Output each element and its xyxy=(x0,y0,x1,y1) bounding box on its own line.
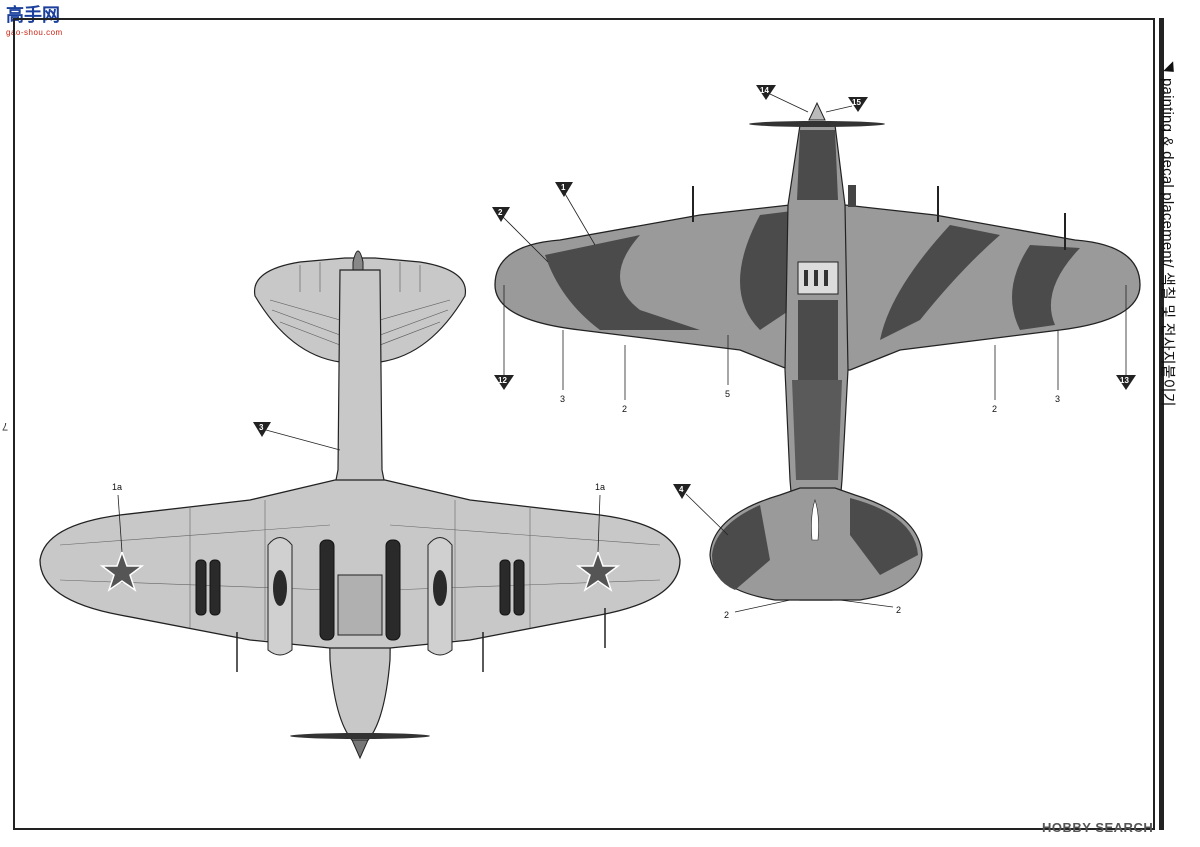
logo-url: gao-shou.com xyxy=(6,28,63,37)
camouflage-patches xyxy=(545,210,1080,340)
pointer-triangle-15 xyxy=(848,97,868,112)
antenna-mast xyxy=(848,185,856,207)
pointer-line-3 xyxy=(265,429,341,451)
bomb-group-right xyxy=(499,559,525,616)
decal-leader-left xyxy=(117,494,123,553)
nose-camouflage xyxy=(797,130,838,200)
label-3-left: 3 xyxy=(560,394,565,404)
rocket-rails xyxy=(319,539,401,641)
watermark: HOBBY SEARCH xyxy=(1042,820,1154,835)
top-view-aircraft: 1 2 4 12 13 14 15 3 2 5 2 3 2 2 xyxy=(492,85,1141,620)
label-3-right: 3 xyxy=(1055,394,1060,404)
decal-label-left: 1a xyxy=(112,482,122,492)
wing-cannons xyxy=(692,186,1066,250)
label-5: 5 xyxy=(725,389,730,399)
label-2-tail-left: 2 xyxy=(724,610,729,620)
pointer-triangle-4 xyxy=(673,484,691,499)
pointer-triangle-13 xyxy=(1116,375,1136,390)
tail-camouflage xyxy=(712,498,918,590)
decal-leader-right xyxy=(597,494,601,553)
label-2-left: 2 xyxy=(622,404,627,414)
pointer-number-4: 4 xyxy=(679,485,684,494)
pointer-number-12: 12 xyxy=(498,376,507,385)
pointer-triangle-3 xyxy=(253,422,271,437)
decal-label-right: 1a xyxy=(595,482,605,492)
tailplane-panel-lines xyxy=(269,262,451,346)
bottom-view-aircraft: 1a 1a 3 xyxy=(39,250,681,760)
canopy-frames xyxy=(804,270,828,286)
pointer-number-14: 14 xyxy=(760,86,769,95)
top-propeller xyxy=(749,101,885,127)
page-frame xyxy=(13,18,1155,830)
pointer-number-3: 3 xyxy=(259,423,264,432)
pointer-number-13: 13 xyxy=(1120,376,1129,385)
pointer-triangle-1 xyxy=(555,182,573,197)
bottom-propeller xyxy=(290,733,430,760)
label-2-tail-right: 2 xyxy=(896,605,901,615)
wheel-wells xyxy=(273,570,447,606)
pointer-number-2: 2 xyxy=(498,208,503,217)
red-star-decal-left xyxy=(99,549,145,592)
side-header: painting & decal placement/ 색칠 및 전사지붙이기 xyxy=(1159,18,1191,830)
red-star-decal-right xyxy=(575,549,621,592)
leader-lines xyxy=(501,93,1127,613)
label-2-right: 2 xyxy=(992,404,997,414)
bottom-radiator xyxy=(337,574,383,636)
pointer-triangle-14 xyxy=(756,85,776,100)
pointer-number-15: 15 xyxy=(852,98,861,107)
pointer-triangle-2 xyxy=(492,207,510,222)
pointer-triangle-12 xyxy=(494,375,514,390)
fuselage-camouflage xyxy=(798,300,838,385)
pointer-number-1: 1 xyxy=(561,183,566,192)
side-bar xyxy=(1159,18,1164,830)
pitot-tubes xyxy=(236,608,606,672)
bomb-group-left xyxy=(195,559,221,616)
rear-fuselage-camouflage xyxy=(792,380,842,480)
fin-highlight xyxy=(811,499,819,541)
